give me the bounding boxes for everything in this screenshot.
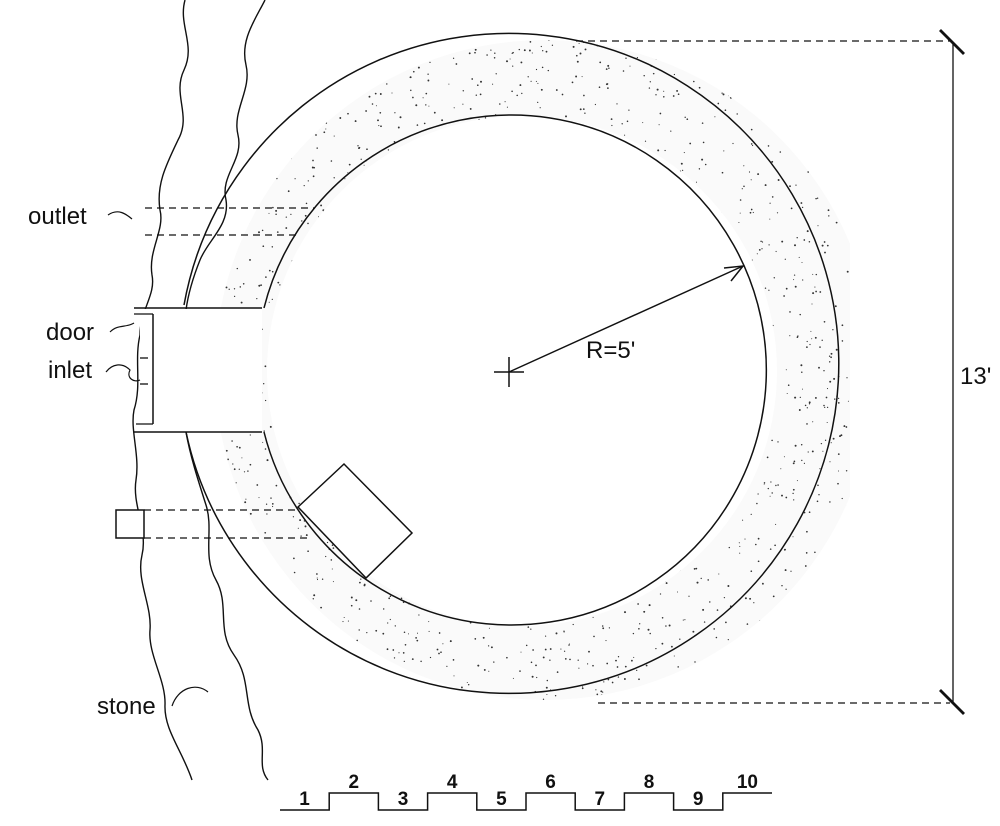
ring-outer-edge [183,32,840,695]
door-leader [109,322,135,333]
outlet-leader [107,211,133,220]
door-gap [140,309,262,431]
ring-inner-edge [263,114,768,626]
scale-tick-label: 2 [349,772,360,793]
scale-tick-label: 10 [737,772,758,793]
dim-tick-top [939,29,965,55]
outlet-label: outlet [28,203,87,230]
scale-tick-label: 4 [447,772,458,793]
radius-arrowhead [723,265,745,282]
door-label: door [46,319,94,346]
stone-label: stone [97,693,156,720]
scale-tick-label: 9 [693,789,704,810]
scale-tick-label: 8 [644,772,655,793]
dim-tick-bottom [939,689,965,715]
stone-leader [171,686,209,707]
scale-tick-label: 3 [398,789,409,810]
firebox [296,462,414,580]
height-label: 13' [960,363,991,390]
scale-tick-label: 7 [595,789,606,810]
flue-box [115,509,145,539]
scale-bar: 1 2 3 4 5 6 7 8 9 10 [280,772,772,811]
scale-tick-label: 1 [299,789,310,810]
scale-tick-label: 5 [496,789,507,810]
scale-tick-label: 6 [545,772,556,793]
scale-bar-line [280,792,772,811]
wall-contour-inner [185,0,269,781]
wall-contour-outer [132,0,193,781]
inlet-leader [105,364,141,382]
radius-line [508,265,744,373]
inlet-label: inlet [48,357,92,384]
radius-label: R=5' [586,337,635,364]
